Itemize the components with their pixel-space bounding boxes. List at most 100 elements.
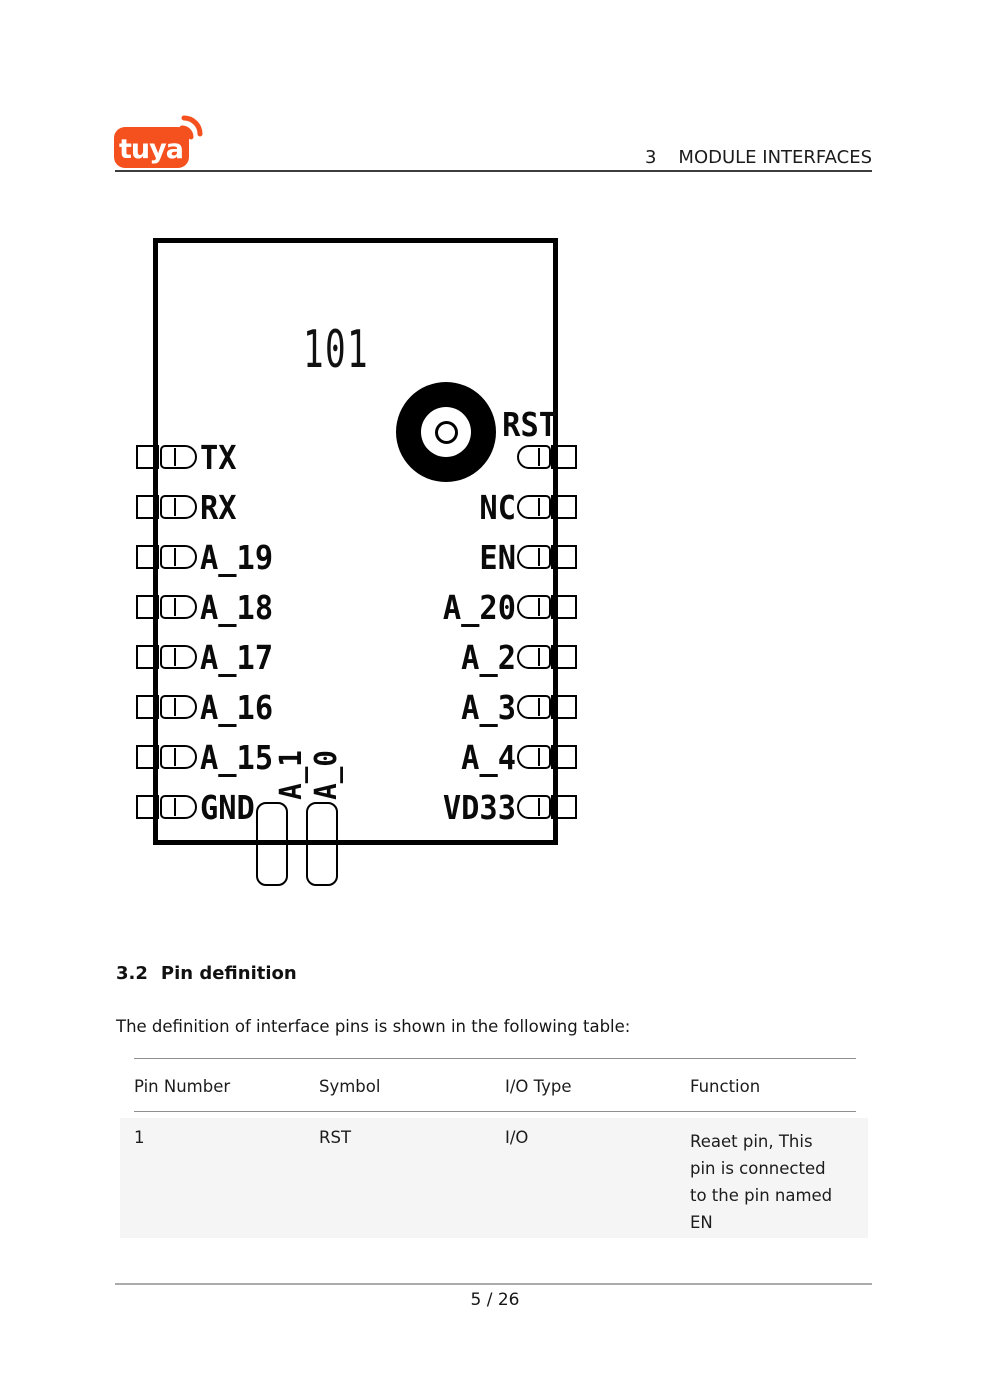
pin-row-a20: A_20 — [0, 588, 990, 627]
pin-pad-outer — [551, 445, 577, 469]
pin-label: A_4 — [461, 737, 516, 777]
column-header-symbol: Symbol — [319, 1077, 381, 1096]
pin-row-a19: A_19 — [0, 538, 990, 577]
pin-pad — [517, 795, 551, 819]
antenna-marker-core — [434, 420, 458, 444]
pin-label: RX — [200, 487, 237, 527]
pin-row-a4: A_4 — [0, 738, 990, 777]
pin-pad-divider — [538, 698, 540, 716]
table-row-background — [120, 1118, 868, 1238]
pin-row-a17: A_17 — [0, 638, 990, 677]
pin-row-vd33: VD33 — [0, 788, 990, 827]
pin-pad-outer — [136, 445, 159, 469]
pin-pad-divider — [538, 798, 540, 816]
pin-pad-outer — [136, 695, 159, 719]
pin-label: A_17 — [200, 637, 274, 677]
pin-pad-outer — [136, 545, 159, 569]
pin-pad-divider — [174, 498, 176, 516]
footer-rule — [115, 1283, 872, 1285]
chapter-title: MODULE INTERFACES — [678, 147, 872, 168]
pin-pad — [160, 695, 197, 719]
logo-text: tuya — [119, 134, 183, 165]
cell-pin-number: 1 — [134, 1128, 145, 1147]
pin-label: NC — [479, 487, 516, 527]
pin-pad-divider — [174, 548, 176, 566]
table-header-divider — [134, 1111, 856, 1112]
pin-pad-divider — [538, 748, 540, 766]
pin-pad-divider — [174, 748, 176, 766]
pin-row-a15: A_15 — [0, 738, 990, 777]
section-heading: 3.2 Pin definition — [116, 963, 297, 984]
pin-pad — [160, 595, 197, 619]
column-header-pin-number: Pin Number — [134, 1077, 231, 1096]
pin-pad-outer — [136, 645, 159, 669]
pin-label: VD33 — [442, 787, 516, 827]
column-header-function: Function — [690, 1077, 761, 1096]
pin-row-a2: A_2 — [0, 638, 990, 677]
header-rule — [115, 170, 872, 172]
column-header-io-type: I/O Type — [505, 1077, 572, 1096]
pin-row-en: EN — [0, 538, 990, 577]
antenna-marker-ring — [421, 407, 471, 457]
pin-pad-divider — [538, 648, 540, 666]
pin-pad — [517, 745, 551, 769]
cell-symbol: RST — [319, 1128, 352, 1147]
pin-row-nc: NC — [0, 488, 990, 527]
cell-function: Reaet pin, This pin is connected to the … — [690, 1132, 833, 1232]
pin-pad-divider — [174, 698, 176, 716]
pin-row-a16: A_16 — [0, 688, 990, 727]
pin-label: EN — [479, 537, 516, 577]
pin-pad — [160, 445, 197, 469]
pin-pad — [160, 745, 197, 769]
pin-label: GND — [200, 787, 255, 827]
pin-label: A_16 — [200, 687, 274, 727]
pin-pad-outer — [551, 695, 577, 719]
pin-label-a0: A_0 — [309, 750, 344, 800]
pin-pad-divider — [538, 448, 540, 466]
pin-pad — [517, 695, 551, 719]
pin-row-rx: RX — [0, 488, 990, 527]
pin-pad-divider — [174, 598, 176, 616]
pin-label: A_15 — [200, 737, 274, 777]
pin-label: A_3 — [461, 687, 516, 727]
table-top-border — [134, 1058, 856, 1059]
pin-pad-divider — [538, 598, 540, 616]
pin-pad-bottom — [306, 802, 338, 886]
pin-pad-outer — [551, 645, 577, 669]
pin-label: A_20 — [442, 587, 516, 627]
pin-pad-outer — [136, 745, 159, 769]
signal-arc-icon — [181, 115, 203, 137]
section-title: Pin definition — [160, 963, 297, 984]
pin-pad — [160, 545, 197, 569]
pin-row-a18: A_18 — [0, 588, 990, 627]
pin-pad-bottom — [256, 802, 288, 886]
pin-pad-divider — [538, 548, 540, 566]
pin-row-a3: A_3 — [0, 688, 990, 727]
pin-pad — [160, 645, 197, 669]
pin-label: A_18 — [200, 587, 274, 627]
pin-pad — [517, 495, 551, 519]
tuya-logo: tuya — [114, 115, 203, 168]
page-number: 5 / 26 — [470, 1290, 520, 1310]
cell-io-type: I/O — [505, 1128, 529, 1147]
pin-pad-outer — [136, 795, 159, 819]
pin-label: A_2 — [461, 637, 516, 677]
body-text: The definition of interface pins is show… — [116, 1017, 631, 1036]
chapter-number: 3 — [644, 147, 657, 168]
pin-pad-outer — [551, 495, 577, 519]
pin-pad — [160, 795, 197, 819]
section-number: 3.2 — [116, 963, 148, 984]
antenna-marker — [396, 382, 496, 482]
chip-number: 101 — [303, 320, 369, 380]
pin-pad-outer — [551, 795, 577, 819]
pin-pad-outer — [136, 595, 159, 619]
pin-row-tx: TX — [0, 438, 990, 477]
pin-pad-outer — [551, 745, 577, 769]
pin-pad-outer — [136, 495, 159, 519]
pin-label: A_19 — [200, 537, 274, 577]
pin-pad-divider — [174, 798, 176, 816]
pin-pad-divider — [174, 448, 176, 466]
pin-pad — [160, 495, 197, 519]
pin-label-a1: A_1 — [274, 750, 309, 800]
